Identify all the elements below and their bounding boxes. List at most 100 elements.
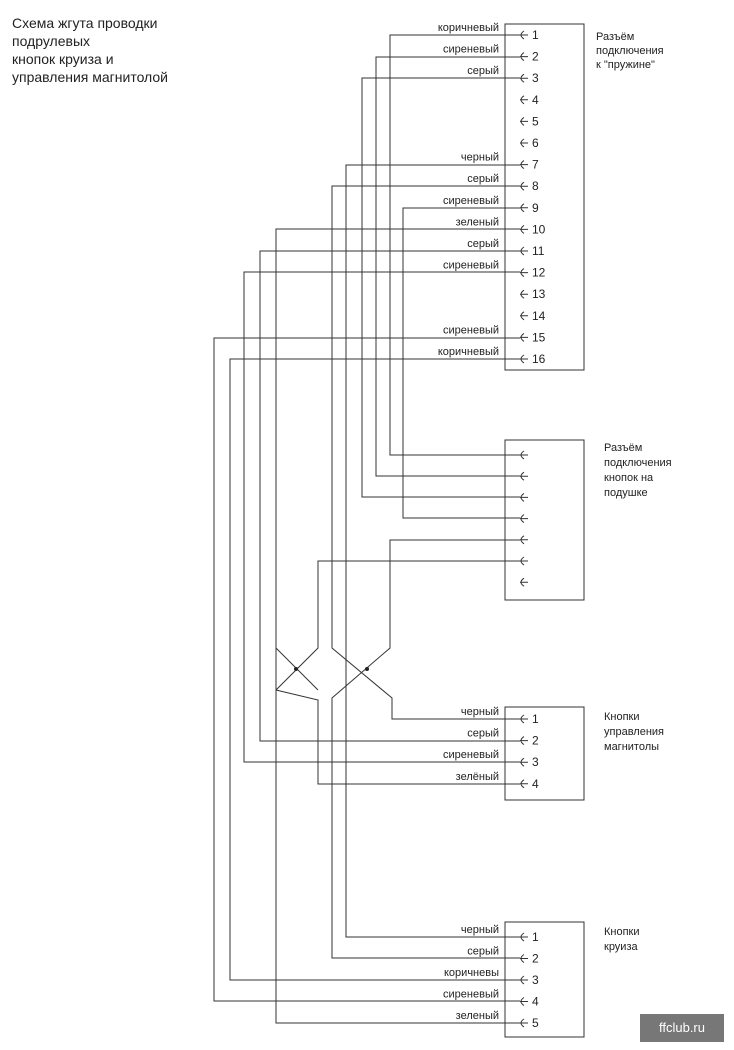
spring-wire-label: серый [467, 65, 499, 77]
svg-text:подушке: подушке [604, 487, 648, 499]
spring-pin-stub [520, 311, 528, 321]
pad-pins [520, 450, 528, 587]
spring-pin-number: 11 [532, 244, 545, 258]
cruise-pin-stub [520, 997, 528, 1006]
spring-pin-stub [520, 160, 528, 170]
cruise-buttons-label: Кнопки круиза [604, 926, 640, 953]
audio-pin-stub [520, 779, 528, 789]
cruise-wire-label: серый [467, 946, 499, 958]
cruise-wire-label: коричневы [444, 967, 499, 979]
spring-wire-label: сиреневый [443, 44, 499, 56]
cruise-pin-number: 5 [532, 1016, 539, 1030]
spring-wire-label: серый [467, 238, 499, 250]
spring-pin-number: 8 [532, 179, 539, 193]
svg-text:Разъём: Разъём [604, 442, 642, 454]
junction-dot-left [294, 667, 298, 671]
spring-pins: 1 коричневый 2 сиреневый 3 серый 4 5 6 7 черный 8 се… [438, 22, 546, 366]
wires [213, 34, 520, 1024]
watermark: ffclub.ru [659, 1020, 705, 1035]
audio-pin-stub [520, 714, 528, 724]
wire-spring16-cruise3 [229, 358, 520, 981]
spring-pin-stub [520, 354, 528, 364]
audio-wire-label: черный [461, 706, 499, 718]
spring-pin-number: 13 [532, 287, 546, 301]
spring-pin-number: 4 [532, 93, 539, 107]
svg-text:управления: управления [604, 726, 664, 738]
spring-pin-number: 1 [532, 28, 539, 42]
cruise-wire-label: сиреневый [443, 989, 499, 1001]
wire-spring1-pad1 [389, 34, 520, 456]
title-line-4: управления магнитолой [12, 69, 168, 85]
audio-buttons-box [504, 706, 585, 801]
spring-pin-stub [520, 224, 528, 234]
wire-spring3-pad3 [361, 77, 520, 498]
audio-pin-number: 4 [532, 777, 539, 791]
spring-wire-label: зеленый [456, 216, 499, 228]
diagram-title: Схема жгута проводки подрулевых кнопок к… [12, 15, 168, 85]
spring-wire-label: коричневый [438, 346, 499, 358]
svg-text:Разъём: Разъём [596, 31, 634, 43]
title-line-2: подрулевых [12, 33, 90, 49]
svg-text:кнопок на: кнопок на [604, 472, 654, 484]
spring-pin-number: 5 [532, 114, 539, 128]
spring-wire-label: сиреневый [443, 260, 499, 272]
cruise-pin-stub [520, 932, 528, 942]
spring-wire-label: сиреневый [443, 195, 499, 207]
spring-pin-stub [520, 138, 528, 148]
spring-wire-label: серый [467, 173, 499, 185]
spring-wire-label: сиреневый [443, 324, 499, 336]
spring-pin-number: 15 [532, 330, 546, 344]
spring-pin-number: 10 [532, 222, 546, 236]
cruise-pin-number: 3 [532, 973, 539, 987]
spring-pin-stub [520, 332, 528, 342]
spring-pin-number: 3 [532, 71, 539, 85]
spring-pin-number: 16 [532, 352, 546, 366]
pad-connector-box [504, 439, 585, 601]
wire-pad5-cruise2 [331, 539, 520, 959]
audio-pin-number: 3 [532, 755, 539, 769]
pad-pin-stub [520, 535, 528, 545]
spring-pin-stub [520, 289, 528, 299]
wire-spring2-pad2 [375, 56, 520, 477]
spring-pin-stub [520, 181, 528, 191]
cruise-pin-number: 1 [532, 930, 539, 944]
spring-pin-number: 12 [532, 266, 546, 280]
spring-pin-stub [520, 203, 528, 213]
spring-pin-stub [520, 52, 528, 62]
watermark-bg [640, 1014, 724, 1042]
wire-spring12-audio3 [243, 271, 520, 763]
audio-pin-stub [520, 757, 528, 767]
svg-text:к "пружине": к "пружине" [596, 59, 655, 71]
wire-pad6-audio4-b [275, 689, 520, 785]
svg-text:Кнопки: Кнопки [604, 711, 640, 723]
spring-pin-number: 2 [532, 50, 539, 64]
wire-spring8-audio1 [331, 185, 520, 720]
svg-text:подключения: подключения [604, 457, 672, 469]
spring-pin-number: 9 [532, 201, 539, 215]
pad-pin-stub [520, 556, 528, 566]
spring-wire-label: черный [461, 152, 499, 164]
audio-wire-label: сиреневый [443, 749, 499, 761]
wire-pad6-audio4 [275, 560, 520, 691]
audio-pin-number: 1 [532, 712, 539, 726]
pad-connector-label: Разъём подключения кнопок на подушке [604, 442, 672, 499]
spring-pin-number: 6 [532, 136, 539, 150]
wire-spring15-cruise4 [213, 337, 520, 1002]
spring-pin-stub [520, 116, 528, 126]
pad-pin-stub [520, 450, 528, 460]
audio-wire-label: зелёный [456, 771, 499, 783]
spring-wire-label: коричневый [438, 22, 499, 34]
svg-text:магнитолы: магнитолы [604, 741, 659, 753]
spring-pin-number: 7 [532, 158, 539, 172]
wire-spring7-cruise1 [345, 164, 520, 938]
title-line-3: кнопок круиза и [12, 51, 114, 67]
cruise-wire-label: зеленый [456, 1010, 499, 1022]
spring-pin-stub [520, 268, 528, 278]
cruise-pin-stub [520, 975, 528, 985]
wire-spring11-audio2 [259, 250, 520, 742]
svg-text:подключения: подключения [596, 45, 664, 57]
junction-dot-right [365, 667, 369, 671]
wire-spring9-pad4 [402, 207, 520, 519]
